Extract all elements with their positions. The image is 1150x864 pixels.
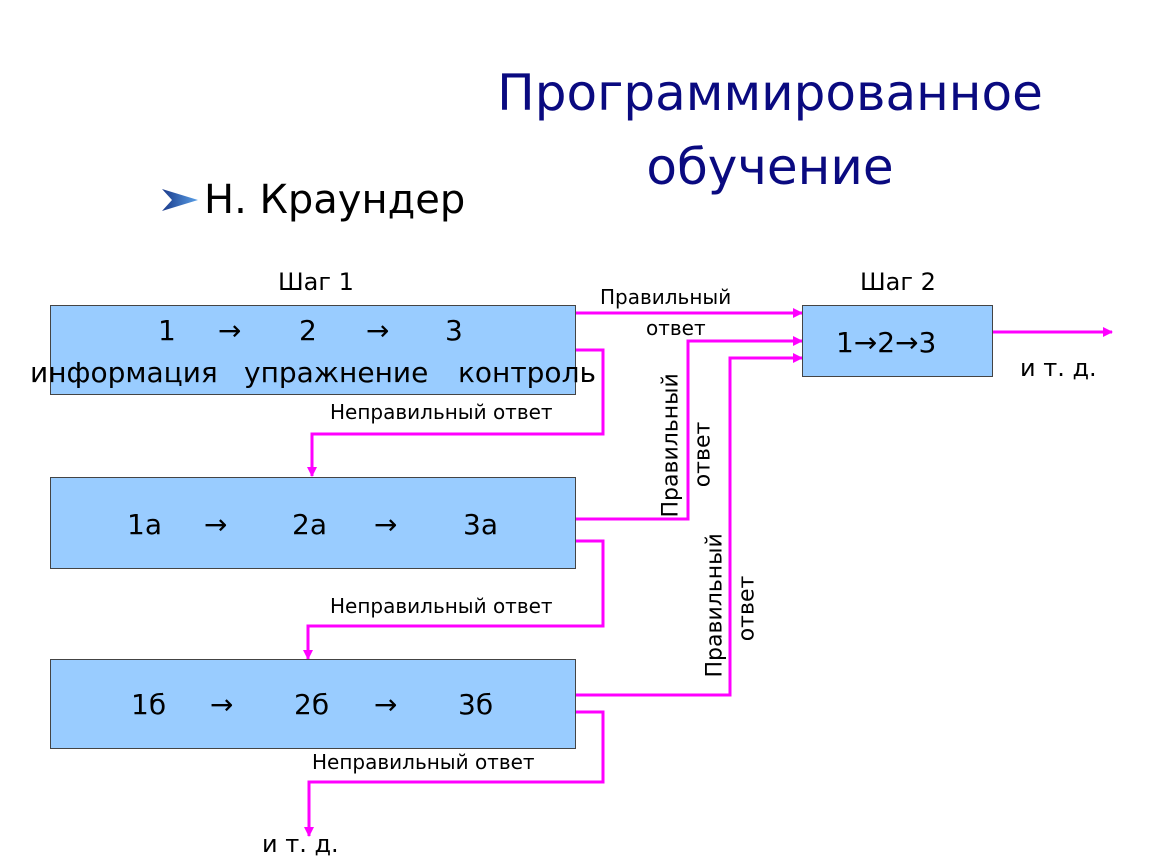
arrow-bullet-icon — [162, 189, 198, 211]
slide-title: Программированное обучение — [430, 56, 1110, 204]
box1-n3: 3 — [445, 314, 463, 347]
correct-arrow-box3 — [575, 353, 803, 697]
box2-n2: 2а — [292, 508, 327, 541]
wrong-label-2: Неправильный ответ — [330, 594, 553, 618]
box-step2 — [802, 305, 993, 377]
box2-arrow2: → — [374, 508, 398, 541]
box3-n2: 2б — [294, 688, 330, 721]
etc-bottom-label: и т. д. — [262, 830, 339, 858]
box1-word-control: контроль — [458, 356, 596, 389]
etc-right-label: и т. д. — [1020, 354, 1097, 382]
correct-vlabel-2-line1: Правильный — [702, 533, 728, 678]
bullet-text: Н. Краундер — [204, 177, 466, 223]
correct-label-top-line1: Правильный — [600, 285, 732, 309]
box3-arrow2: → — [374, 688, 398, 721]
wrong-label-1: Неправильный ответ — [330, 400, 553, 424]
box3-n1: 1б — [131, 688, 167, 721]
box3-arrow1: → — [210, 688, 234, 721]
box1-n2: 2 — [299, 314, 317, 347]
correct-vlabel-1-line1: Правильный — [658, 373, 684, 518]
wrong-label-3: Неправильный ответ — [312, 750, 535, 774]
title-line-2: обучение — [646, 138, 894, 196]
box1-word-info: информация — [30, 356, 218, 389]
box1-word-exercise: упражнение — [244, 356, 429, 389]
box-step1-branch-b — [50, 659, 576, 749]
box1-n1: 1 — [158, 314, 176, 347]
box2-n1: 1а — [127, 508, 162, 541]
title-line-1: Программированное — [497, 64, 1043, 122]
correct-label-top-line2: ответ — [646, 316, 706, 340]
correct-vlabel-2-line2: ответ — [734, 575, 760, 642]
bullet-item: Н. Краундер — [160, 176, 465, 224]
box-step1-main — [50, 305, 576, 395]
box2-n3: 3а — [463, 508, 498, 541]
correct-arrow-box2 — [575, 336, 803, 521]
step1-label: Шаг 1 — [278, 268, 354, 296]
box-step1-branch-a — [50, 477, 576, 569]
box2-arrow1: → — [204, 508, 228, 541]
step2-label: Шаг 2 — [860, 268, 936, 296]
box1-arrow1: → — [218, 314, 242, 347]
box1-arrow2: → — [366, 314, 390, 347]
box-step2-text: 1→2→3 — [836, 326, 937, 359]
box3-n3: 3б — [458, 688, 494, 721]
correct-vlabel-1-line2: ответ — [690, 421, 716, 488]
